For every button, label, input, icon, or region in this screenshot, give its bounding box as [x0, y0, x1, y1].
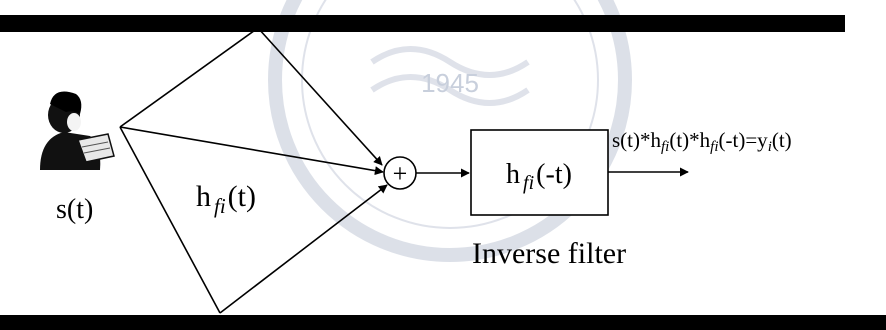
- inverse-filter-block: [470, 129, 609, 216]
- output-label: s(t)*hfi(t)*hfi(-t)=yi(t): [612, 128, 792, 155]
- path-reflected-bottom: [219, 184, 388, 314]
- speaker-icon: [40, 91, 115, 170]
- path-reflected-top: [257, 27, 383, 166]
- filter-caption: Inverse filter: [472, 237, 626, 270]
- watermark-seal: 1945: [268, 0, 632, 262]
- path-to-top-boundary: [119, 27, 259, 128]
- path-to-bottom-boundary: [119, 126, 221, 314]
- watermark-year: 1945: [421, 68, 479, 98]
- top-boundary: [0, 15, 845, 32]
- source-label: s(t): [56, 194, 93, 225]
- path-direct: [119, 126, 384, 176]
- bottom-boundary: [0, 315, 886, 330]
- summer-symbol: +: [393, 159, 408, 188]
